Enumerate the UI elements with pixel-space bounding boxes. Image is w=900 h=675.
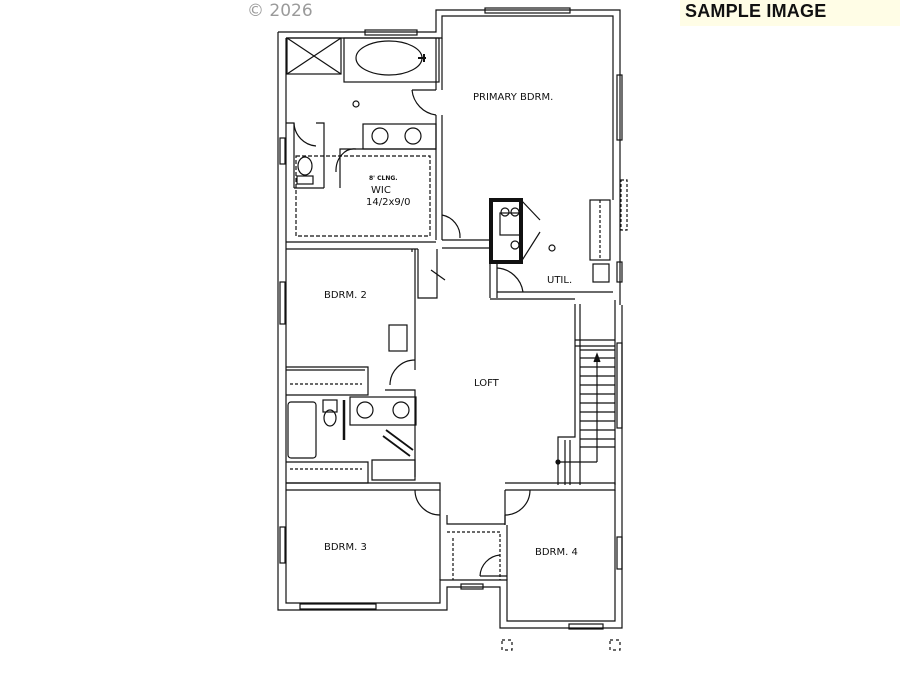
sample-image-badge: SAMPLE IMAGE: [680, 0, 900, 26]
stair-treads: [555, 349, 615, 485]
label-wic: WIC: [371, 185, 391, 196]
label-bedroom-2: BDRM. 2: [324, 290, 367, 301]
label-wic-size: 14/2x9/0: [366, 197, 410, 208]
label-wic-ceiling: 8' CLNG.: [369, 175, 398, 182]
room-labels: PRIMARY BDRM. 8' CLNG. WIC 14/2x9/0 UTIL…: [324, 92, 578, 558]
interior-walls: [286, 37, 621, 651]
label-primary-bedroom: PRIMARY BDRM.: [473, 92, 553, 103]
label-loft: LOFT: [474, 378, 500, 389]
label-bedroom-3: BDRM. 3: [324, 542, 367, 553]
windows: [279, 7, 628, 630]
label-utility: UTIL.: [547, 275, 572, 286]
exterior-walls: [277, 9, 623, 629]
sample-image-label: SAMPLE IMAGE: [685, 1, 827, 21]
label-bedroom-4: BDRM. 4: [535, 547, 578, 558]
copyright-text: © 2026: [247, 1, 313, 21]
